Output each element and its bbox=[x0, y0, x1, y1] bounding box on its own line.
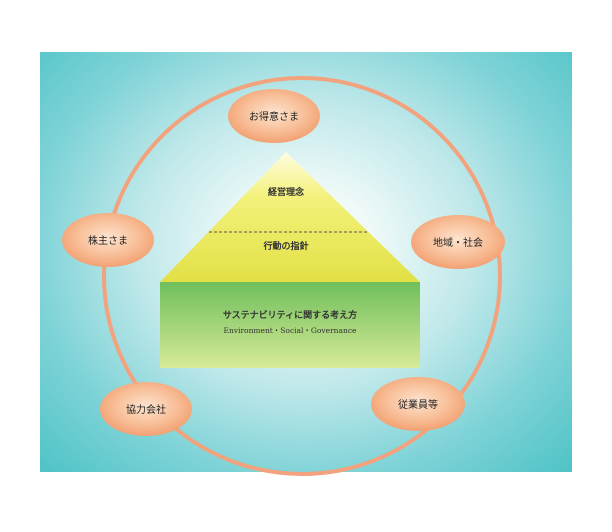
stakeholder-shareholders-label: 株主さま bbox=[88, 234, 128, 247]
pyramid-base-label: サステナビリティに関する考え方 bbox=[223, 309, 357, 321]
stakeholder-customers: お得意さま bbox=[228, 89, 320, 143]
pyramid-base bbox=[160, 282, 420, 368]
stakeholder-ring bbox=[102, 76, 502, 476]
pyramid-base-sublabel: Environment・Social・Governance bbox=[224, 326, 357, 335]
stakeholder-shareholders: 株主さま bbox=[62, 213, 154, 267]
pyramid-top-label: 経営理念 bbox=[268, 186, 304, 198]
stakeholder-community: 地域・社会 bbox=[411, 215, 505, 269]
pyramid-middle-label: 行動の指針 bbox=[262, 240, 308, 252]
stakeholder-community-label: 地域・社会 bbox=[433, 236, 483, 249]
stakeholder-partners-label: 協力会社 bbox=[126, 403, 166, 416]
stakeholder-employees-label: 従業員等 bbox=[398, 398, 438, 411]
pyramid-triangle bbox=[160, 152, 420, 282]
stakeholder-partners: 協力会社 bbox=[100, 382, 192, 436]
stakeholder-customers-label: お得意さま bbox=[249, 110, 299, 123]
stakeholder-employees: 従業員等 bbox=[371, 377, 465, 431]
